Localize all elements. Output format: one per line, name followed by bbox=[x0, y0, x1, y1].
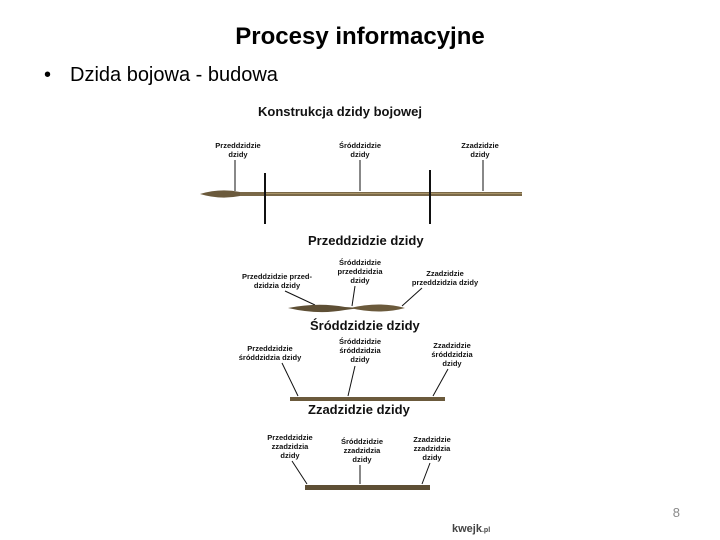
section3-label-1a: Przeddzidzie bbox=[267, 433, 312, 442]
section1-label-2c: dzidy bbox=[350, 276, 370, 285]
bullet-item: • Dzida bojowa - budowa bbox=[44, 62, 278, 88]
watermark-logo: kwejk.pl bbox=[452, 523, 490, 535]
section1-label-2b: przeddzidzia bbox=[337, 267, 383, 276]
section1-spear bbox=[288, 304, 405, 313]
section1-label-3b: przeddzidzia dzidy bbox=[412, 278, 479, 287]
main-label-front-2: dzidy bbox=[228, 150, 248, 159]
section1-header: Przeddzidzie dzidy bbox=[308, 233, 424, 248]
section3-pointer-3 bbox=[421, 462, 431, 485]
section3-label-1c: dzidy bbox=[280, 451, 300, 460]
section2-pointer-3 bbox=[432, 368, 449, 397]
section3-shaft bbox=[305, 485, 430, 490]
section2-label-2b: śróddzidzia bbox=[339, 346, 381, 355]
section2-header: Śróddzidzie dzidy bbox=[310, 318, 421, 333]
main-label-middle-1: Śróddzidzie bbox=[339, 141, 381, 150]
section2-label-1b: śróddzidzia dzidy bbox=[239, 353, 302, 362]
section3-label-2c: dzidy bbox=[352, 455, 372, 464]
section2-pointer-2 bbox=[347, 365, 356, 397]
section2-shaft bbox=[290, 397, 445, 401]
page-number: 8 bbox=[672, 505, 680, 520]
section1-pointer-2 bbox=[351, 285, 356, 307]
section1-label-2a: Śróddzidzie bbox=[339, 258, 381, 267]
main-spear bbox=[200, 170, 522, 224]
section3-label-3b: zzadzidzia bbox=[414, 444, 452, 453]
section2-label-2c: dzidy bbox=[350, 355, 370, 364]
figure-main-header: Konstrukcja dzidy bojowej bbox=[258, 104, 422, 119]
section3-label-2a: Śróddzidzie bbox=[341, 437, 383, 446]
section2-label-3b: śróddzidzia bbox=[431, 350, 473, 359]
section3-label-1b: zzadzidzia bbox=[272, 442, 310, 451]
section2-label-2a: Śróddzidzie bbox=[339, 337, 381, 346]
slide-title: Procesy informacyjne bbox=[235, 23, 485, 50]
bullet-text: Dzida bojowa - budowa bbox=[70, 64, 278, 86]
section3-label-3c: dzidy bbox=[422, 453, 442, 462]
main-label-back-1: Zzadzidzie bbox=[461, 141, 499, 150]
main-label-back-2: dzidy bbox=[470, 150, 490, 159]
section3-header: Zzadzidzie dzidy bbox=[308, 402, 411, 417]
spear-diagram-svg: Konstrukcja dzidy bojowej Przeddzidzie d… bbox=[200, 104, 522, 535]
section2-pointer-1 bbox=[281, 362, 299, 397]
section2-label-3a: Zzadzidzie bbox=[433, 341, 471, 350]
section1-pointer-3 bbox=[401, 287, 423, 307]
section3-pointer-1 bbox=[291, 460, 308, 485]
section1-label-1a: Przeddzidzie przed- bbox=[242, 272, 313, 281]
section1-pointer-1 bbox=[284, 290, 316, 306]
section1-label-1b: dzidzia dzidy bbox=[254, 281, 301, 290]
spear-diagram: Konstrukcja dzidy bojowej Przeddzidzie d… bbox=[190, 98, 535, 540]
main-label-front-1: Przeddzidzie bbox=[215, 141, 260, 150]
section3-label-3a: Zzadzidzie bbox=[413, 435, 451, 444]
section2-label-3c: dzidy bbox=[442, 359, 462, 368]
bullet-dot: • bbox=[44, 64, 52, 86]
main-label-middle-2: dzidy bbox=[350, 150, 370, 159]
section3-label-2b: zzadzidzia bbox=[344, 446, 382, 455]
section1-label-3a: Zzadzidzie bbox=[426, 269, 464, 278]
section2-label-1a: Przeddzidzie bbox=[247, 344, 292, 353]
